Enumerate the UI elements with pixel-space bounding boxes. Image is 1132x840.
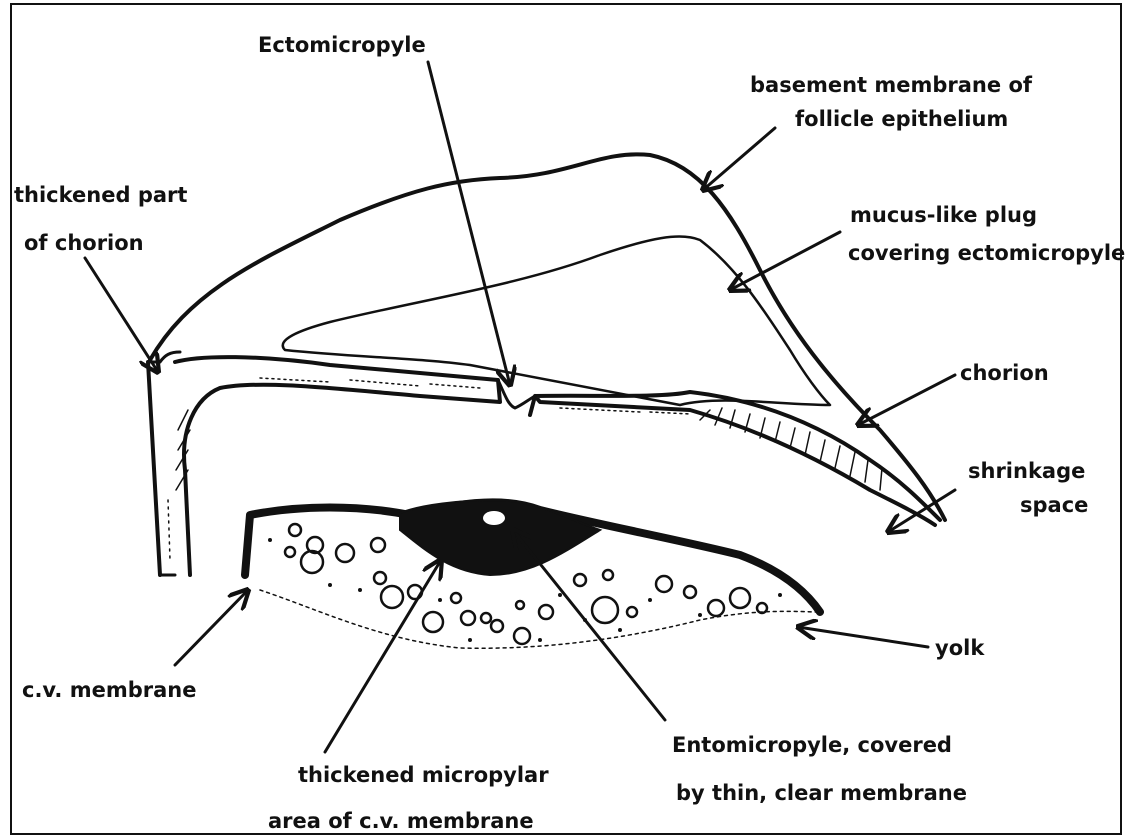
label-basement-membrane-1: basement membrane of: [750, 73, 1033, 97]
label-entomicropyle-1: Entomicropyle, covered: [672, 733, 952, 757]
micropyle-pore: [498, 380, 535, 408]
label-mucus-plug-1: mucus-like plug: [850, 203, 1037, 227]
arrow-cv-membrane: [175, 590, 248, 665]
label-yolk: yolk: [935, 636, 985, 660]
label-cv-membrane: c.v. membrane: [22, 678, 196, 702]
label-shrinkage-1: shrinkage: [968, 459, 1085, 483]
mucus-plug: [283, 236, 830, 405]
arrow-basement-membrane: [703, 128, 775, 190]
label-basement-membrane-2: follicle epithelium: [795, 107, 1008, 131]
label-mucus-plug-2: covering ectomicropyle: [848, 241, 1125, 265]
label-entomicropyle-2: by thin, clear membrane: [676, 781, 967, 805]
arrow-chorion: [858, 375, 955, 425]
label-ectomicropyle: Ectomicropyle: [258, 33, 426, 57]
arrow-shrinkage-space: [888, 490, 955, 532]
label-thickened-part-1: thickened part: [14, 183, 187, 207]
micropylar-thickening: [400, 500, 600, 575]
label-micropylar-area-1: thickened micropylar: [298, 763, 549, 787]
arrow-ectomicropyle: [428, 62, 510, 385]
arrow-thickened-part: [85, 258, 158, 372]
entomicropyle-pore: [483, 511, 505, 525]
label-thickened-part-2: of chorion: [24, 231, 144, 255]
label-micropylar-area-2: area of c.v. membrane: [268, 809, 534, 833]
arrow-yolk: [798, 627, 928, 647]
arrow-entomicropyle: [513, 530, 665, 720]
label-shrinkage-2: space: [1020, 493, 1088, 517]
label-chorion: chorion: [960, 361, 1049, 385]
